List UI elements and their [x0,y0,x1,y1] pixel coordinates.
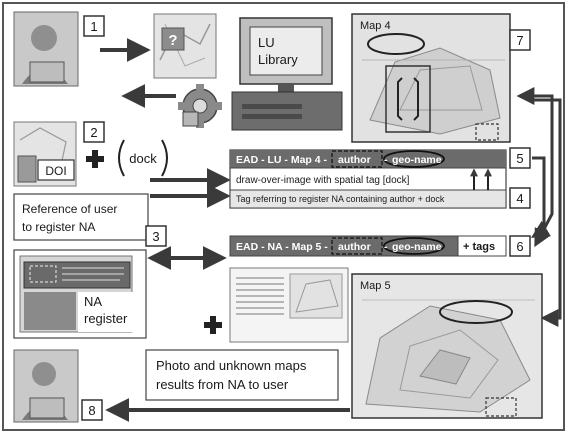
ead-lu-dash: - [384,154,388,166]
step-number-5: 5 [516,151,523,166]
geo-name-ellipse-na [383,237,445,255]
author-dashed-box-na [331,237,383,255]
ead-lu-author: author [338,154,371,166]
library-label-line1: LU [258,35,275,50]
step-badge-4 [509,187,531,209]
doi-thumbnail [13,121,77,187]
dock-label: dock [129,151,157,166]
results-document-thumbnail [229,267,349,343]
ead-na-dash: - [384,241,388,253]
map-5-panel [351,273,543,419]
pencil-icon [17,155,37,183]
step-number-1: 1 [90,19,97,34]
reference-box [13,193,149,241]
plus-icon-bottom [204,316,222,334]
arrow-5-to-6 [530,156,551,238]
ead-na-tags: + tags [463,241,495,253]
ead-na-prefix: EAD - NA - Map 5 - [236,241,328,253]
photo-results-box [145,349,339,401]
step-badge-8 [81,399,103,421]
map-5-dashed-box [485,397,517,417]
dock-bracket-right [161,139,168,177]
user-photo-top [13,11,79,87]
ead-lu-geo: geo-name [392,154,442,166]
step-badge-6 [509,235,531,257]
lu-library-computer [231,17,343,131]
ead-na-author: author [338,241,371,253]
na-register-document [13,249,147,339]
step-number-8: 8 [88,403,95,418]
map-4-title: Map 4 [360,20,391,32]
laptop-icon-bottom [29,397,65,419]
arrow-7-to-map5 [534,98,562,327]
step-badge-7 [509,29,531,51]
user-photo-bottom [13,349,79,423]
ead-na-geo: geo-name [392,241,442,253]
na-register-line2: register [84,311,128,326]
ead-na-record [229,235,507,257]
photo-results-line2: results from NA to user [156,377,289,392]
dock-bracket-left [118,139,125,177]
reference-line1: Reference of user [22,202,117,216]
step-number-2: 2 [90,125,97,140]
doi-label: DOI [45,164,66,178]
map-4-highlight-box [385,65,431,133]
geo-name-ellipse-lu [383,150,445,168]
photo-results-line1: Photo and unknown maps [156,358,307,373]
laptop-icon [29,61,65,83]
ead-lu-prefix: EAD - LU - Map 4 - [236,154,328,166]
step-badge-5 [509,147,531,169]
ead-lu-record [229,149,507,209]
map-5-title-ellipse [439,300,513,324]
map-5-title: Map 5 [360,280,391,292]
author-dashed-box-lu [331,150,383,168]
gear-icon [178,84,222,128]
library-label-line2: Library [258,52,298,67]
ead-lu-row3: Tag referring to register NA containing … [236,194,445,204]
map-4-panel [351,13,511,143]
step-number-6: 6 [516,239,523,254]
map-4-dashed-box [475,123,499,141]
plus-icon-top [86,150,104,168]
map-4-title-ellipse [367,33,425,55]
step-number-4: 4 [516,191,523,206]
step-badge-2 [83,121,105,143]
question-mark-icon: ? [168,32,177,49]
step-badge-1 [83,15,105,37]
step-number-7: 7 [516,33,523,48]
map-thumbnail-query [153,13,217,79]
na-register-line1: NA [84,294,102,309]
reference-line2: to register NA [22,220,95,234]
ead-lu-row2: draw-over-image with spatial tag [dock] [236,175,410,186]
step-number-3: 3 [152,229,159,244]
